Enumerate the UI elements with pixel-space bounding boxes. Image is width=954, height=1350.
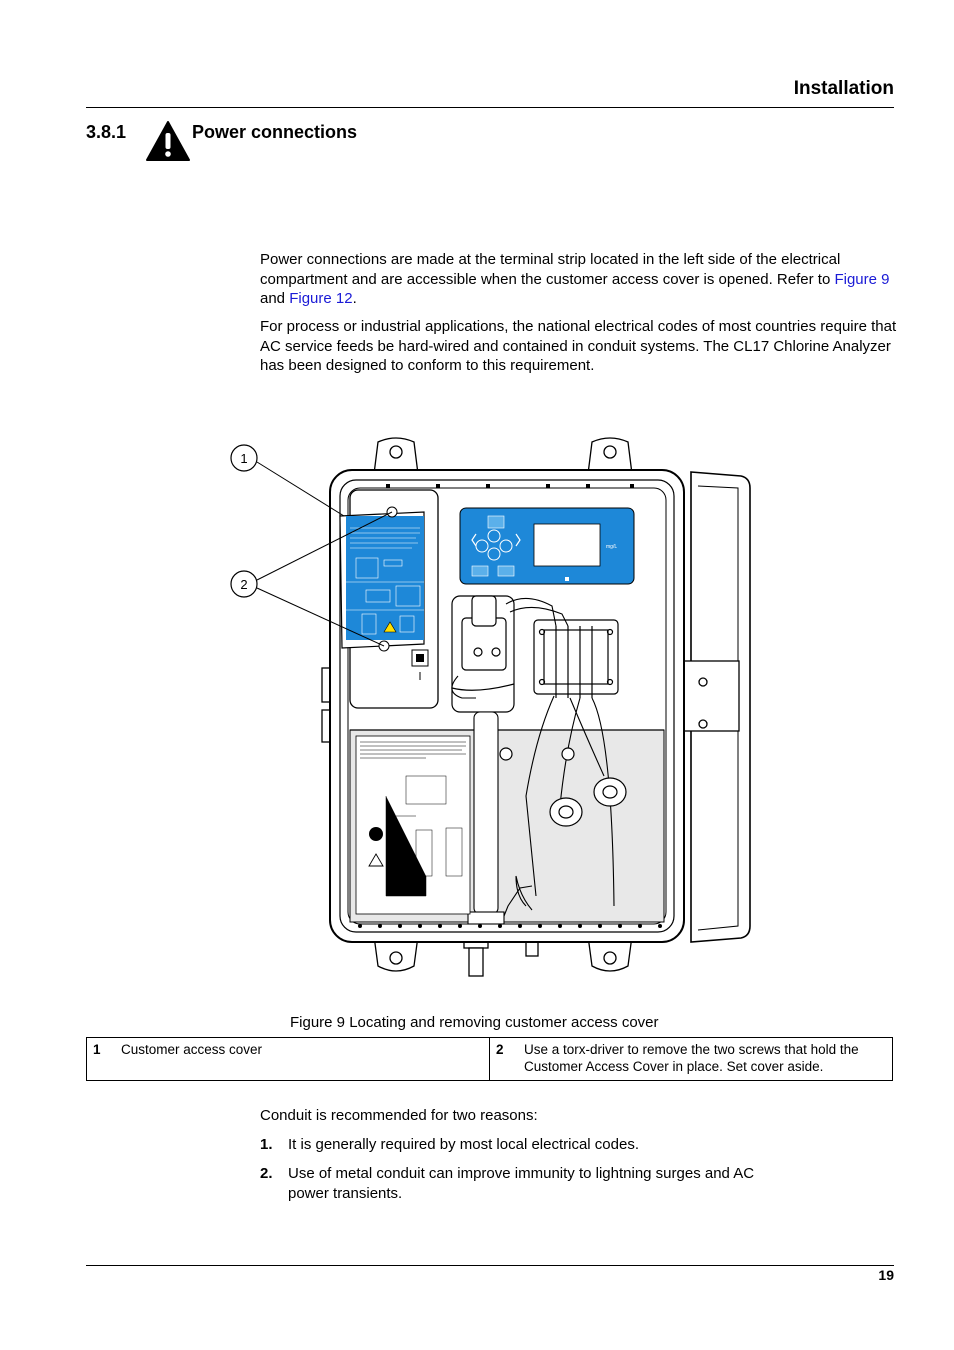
table-row: 1 Customer access cover 2 Use a torx-dri…: [86, 1037, 893, 1081]
analyzer-illustration: mg/L: [230, 437, 751, 977]
legend-text: Use a torx-driver to remove the two scre…: [518, 1037, 893, 1081]
warning-triangle-icon: [146, 121, 190, 161]
mounting-tab: [587, 935, 633, 972]
legend-number: 2: [489, 1037, 518, 1081]
callout-1: 1: [230, 444, 345, 517]
conduit-intro: Conduit is recommended for two reasons:: [260, 1107, 538, 1124]
paragraph-text: .: [352, 290, 357, 307]
display-unit-label: mg/L: [606, 544, 617, 550]
control-panel: mg/L: [459, 507, 635, 585]
svg-text:1: 1: [240, 451, 247, 466]
svg-text:2: 2: [240, 577, 247, 592]
manifold: [533, 619, 619, 698]
section-title: Power connections: [192, 122, 358, 142]
list-text: Use of metal conduit can improve immunit…: [288, 1165, 755, 1202]
valve-assembly: [451, 595, 515, 713]
figure-12-link[interactable]: Figure 12: [289, 290, 353, 307]
list-number: 1.: [260, 1136, 273, 1153]
paragraph-text: Power connections are made at the termin…: [260, 251, 841, 288]
header-rule: [86, 107, 894, 108]
list-text: It is generally required by most local e…: [288, 1136, 639, 1153]
figure-caption: Figure 9 Locating and removing customer …: [290, 1014, 659, 1031]
mounting-tab: [587, 437, 633, 475]
list-number: 2.: [260, 1165, 273, 1182]
legend-table: 1 Customer access cover 2 Use a torx-dri…: [86, 1037, 893, 1081]
paragraph-text: and: [260, 290, 290, 307]
page-number: 19: [878, 1267, 894, 1283]
legend-number: 1: [86, 1037, 115, 1081]
figure-9-link[interactable]: Figure 9: [834, 270, 890, 288]
mounting-tab: [373, 437, 419, 475]
intro-paragraph: Power connections are made at the termin…: [260, 250, 900, 309]
running-header: Installation: [793, 78, 894, 99]
conduit-requirement-paragraph: For process or industrial applications, …: [260, 318, 897, 374]
footer-rule: [86, 1265, 894, 1266]
customer-access-cover: [339, 506, 429, 680]
mounting-tab: [373, 935, 419, 972]
callout-2: 2: [230, 511, 393, 647]
instruction-label: [355, 735, 471, 915]
section-number: 3.8.1: [86, 122, 127, 142]
legend-text: Customer access cover: [115, 1037, 490, 1081]
